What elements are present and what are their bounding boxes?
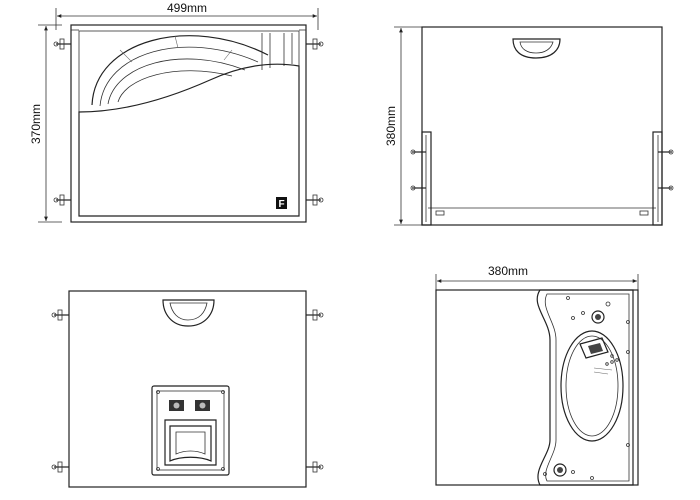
- oval-cutout: [560, 330, 624, 442]
- rigging-bolt-bottom: [553, 463, 567, 477]
- front-height-label: 370mm: [29, 104, 43, 144]
- side-cabinet: [421, 26, 663, 226]
- side-rigging-left: [410, 131, 432, 226]
- angle-selector: [579, 337, 619, 375]
- rear-cabinet: [68, 290, 307, 488]
- front-width-dimension: 499mm: [55, 1, 319, 30]
- rear-view: [51, 290, 324, 488]
- side-rigging-right: [652, 131, 674, 226]
- rear-rigging-pins: [51, 309, 324, 473]
- front-height-dimension: 370mm: [29, 24, 62, 223]
- rigging-bolt-top: [591, 310, 605, 324]
- fixing-holes: [543, 296, 630, 480]
- front-grille: [78, 63, 300, 217]
- side-view: 380mm: [384, 26, 674, 226]
- side-height-label: 380mm: [384, 106, 398, 146]
- bottom-cabinet: [435, 289, 639, 486]
- logo-text: F: [278, 199, 284, 210]
- logo-badge: [276, 197, 287, 209]
- bottom-depth-dimension: 380mm: [435, 264, 639, 292]
- side-height-dimension: 380mm: [384, 26, 426, 226]
- connector-panel: [151, 385, 230, 476]
- side-handle: [512, 38, 561, 59]
- front-rigging-pins: [53, 38, 324, 206]
- bottom-depth-label: 380mm: [488, 264, 528, 278]
- front-view: 499mm 370mm: [29, 1, 324, 223]
- rigging-plate: [536, 289, 634, 486]
- front-cabinet: [70, 24, 307, 223]
- front-width-label: 499mm: [167, 1, 207, 15]
- bottom-view: 380mm: [435, 264, 639, 486]
- link-connector: [195, 400, 210, 411]
- rear-handle: [162, 299, 215, 327]
- input-connector: [169, 400, 184, 411]
- woofer-cone: [91, 33, 293, 107]
